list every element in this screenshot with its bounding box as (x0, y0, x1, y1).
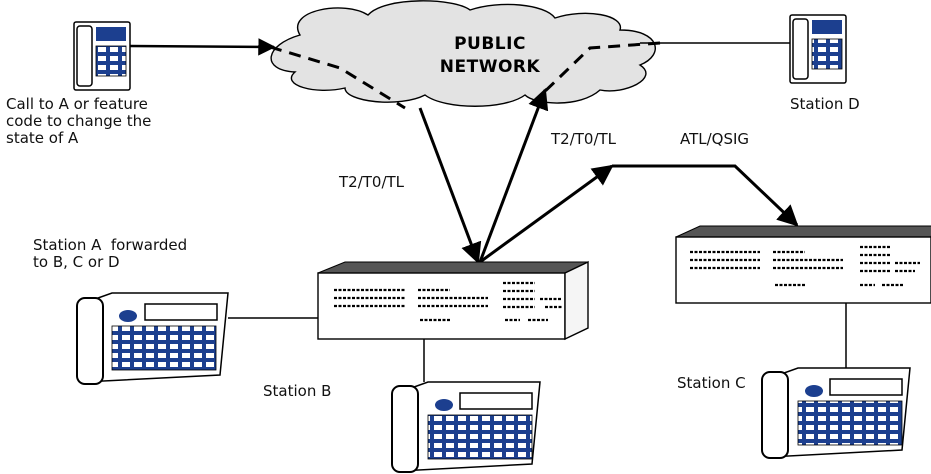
link-left-label: T2/T0/TL (339, 173, 405, 191)
station-a-phone-icon (76, 292, 229, 385)
caller-note: Call to A or feature code to change the … (6, 96, 151, 147)
network-title: PUBLIC NETWORK (415, 33, 565, 79)
pbx-to-tl-link (479, 164, 614, 264)
network-title-line1: PUBLIC (454, 34, 526, 54)
caller-note-line3: state of A (6, 129, 79, 147)
link-mid-label: T2/T0/TL (551, 130, 617, 148)
public-network-cloud (270, 0, 656, 107)
station-d-phone-icon (789, 14, 847, 84)
pbx-to-network-link (478, 88, 549, 263)
dashed-route-left (269, 45, 406, 110)
qsig-link-label: ATL/QSIG (680, 130, 750, 148)
network-to-pbx-link (418, 107, 482, 264)
station-d-label: Station D (790, 95, 860, 113)
pbx-main (317, 260, 589, 341)
pbx-remote (675, 225, 931, 304)
network-title-line2: NETWORK (439, 57, 541, 77)
caller-phone-icon (73, 21, 131, 91)
station-b-label: Station B (263, 382, 332, 400)
caller-to-network-link (129, 38, 276, 56)
station-a-label-line1: Station A forwarded (33, 236, 188, 254)
station-b-phone-icon (391, 381, 541, 473)
caller-note-line1: Call to A or feature (6, 95, 148, 113)
station-c-phone-icon (761, 367, 911, 459)
qsig-link (612, 164, 799, 227)
caller-note-line2: code to change the (6, 112, 152, 130)
station-a-label-line2: to B, C or D (33, 253, 120, 271)
station-a-label: Station A forwarded to B, C or D (33, 237, 187, 271)
station-c-label: Station C (677, 374, 746, 392)
dashed-route-right (536, 41, 661, 100)
